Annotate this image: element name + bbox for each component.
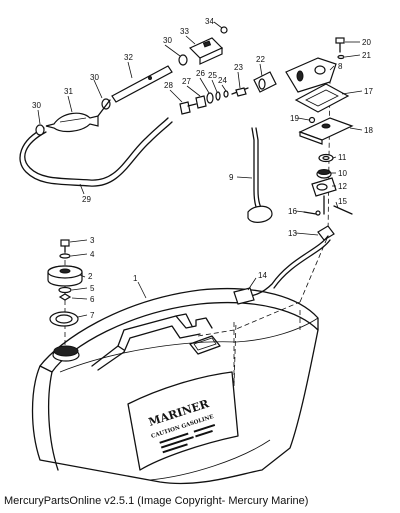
callout-31: 31 <box>64 87 73 96</box>
assembly-lines <box>64 79 331 387</box>
tank-decal: MARINER CAUTION GASOLINE <box>147 397 216 454</box>
callout-8: 8 <box>338 62 343 71</box>
callout-32: 32 <box>124 53 133 62</box>
callout-12: 12 <box>338 182 347 191</box>
callout-26: 26 <box>196 69 205 78</box>
callout-25: 25 <box>208 71 217 80</box>
callout-20: 20 <box>362 38 371 47</box>
fuel-tank <box>31 287 319 485</box>
callout-3: 3 <box>90 236 95 245</box>
callout-30: 30 <box>32 101 41 110</box>
fitting-parts <box>179 71 277 115</box>
callout-14: 14 <box>258 271 267 280</box>
callout-34: 34 <box>205 17 214 26</box>
image-caption: MercuryPartsOnline v2.5.1 (Image Copyrig… <box>4 495 309 507</box>
callout-11: 11 <box>338 153 347 162</box>
callout-30: 30 <box>90 73 99 82</box>
callout-16: 16 <box>288 207 297 216</box>
callout-4: 4 <box>90 250 95 259</box>
callout-9: 9 <box>229 173 234 182</box>
pickup-assembly <box>233 37 354 305</box>
filler-cap-assembly <box>47 239 83 327</box>
callout-28: 28 <box>164 81 173 90</box>
callout-10: 10 <box>338 169 347 178</box>
callout-1: 1 <box>133 274 138 283</box>
callout-13: 13 <box>288 229 297 238</box>
callout-27: 27 <box>182 77 191 86</box>
callout-15: 15 <box>338 197 347 206</box>
callout-23: 23 <box>234 63 243 72</box>
callout-18: 18 <box>364 126 373 135</box>
callout-19: 19 <box>290 114 299 123</box>
exploded-parts-diagram: MARINER CAUTION GASOLINE <box>19 17 373 485</box>
fuel-line-assembly <box>19 26 228 187</box>
callout-17: 17 <box>364 87 373 96</box>
callout-30: 30 <box>163 36 172 45</box>
callout-2: 2 <box>88 272 93 281</box>
callout-leaders <box>37 21 363 318</box>
callout-24: 24 <box>218 76 227 85</box>
callout-21: 21 <box>362 51 371 60</box>
callout-33: 33 <box>180 27 189 36</box>
callout-22: 22 <box>256 55 265 64</box>
callout-7: 7 <box>90 311 95 320</box>
callout-29: 29 <box>82 195 91 204</box>
callout-6: 6 <box>90 295 95 304</box>
callout-5: 5 <box>90 284 95 293</box>
